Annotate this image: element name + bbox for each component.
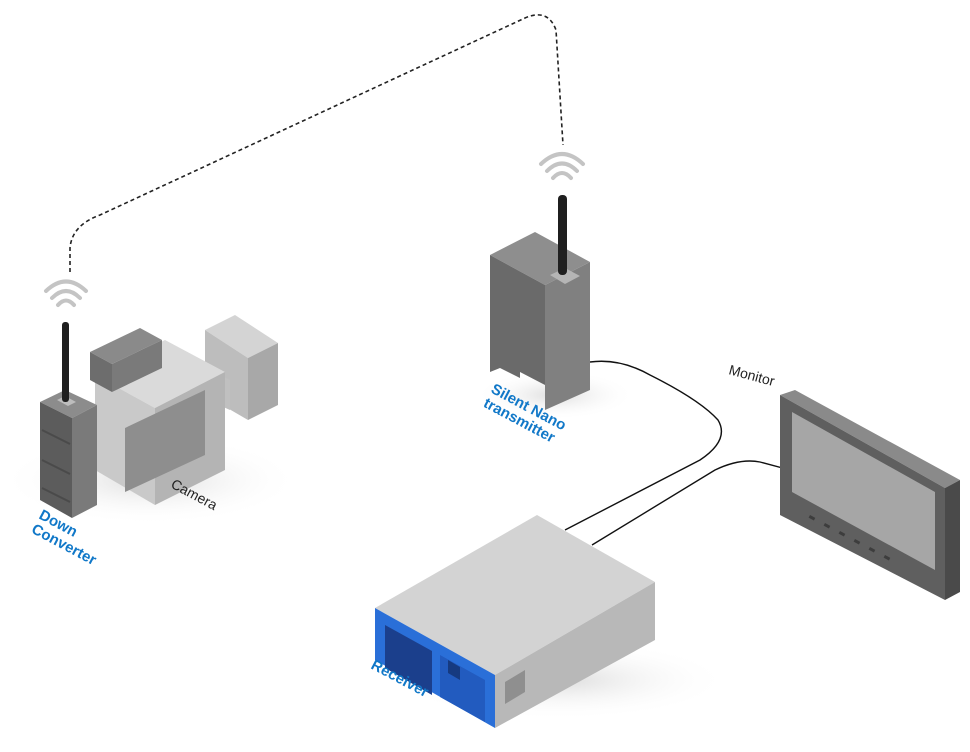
- receiver-group: [375, 515, 730, 728]
- cable-receiver-to-monitor: [591, 460, 791, 546]
- wifi-arc-icon: [539, 152, 585, 180]
- monitor-label: Monitor: [727, 361, 777, 389]
- cable-transmitter-to-receiver: [564, 360, 723, 531]
- monitor-group: [780, 390, 960, 600]
- transmitter-group: [475, 152, 635, 420]
- camera-group: [0, 279, 300, 525]
- wireless-link-dashed: [69, 14, 564, 272]
- antenna-icon: [62, 322, 69, 402]
- antenna-icon: [558, 195, 567, 275]
- wifi-arc-icon: [44, 279, 88, 307]
